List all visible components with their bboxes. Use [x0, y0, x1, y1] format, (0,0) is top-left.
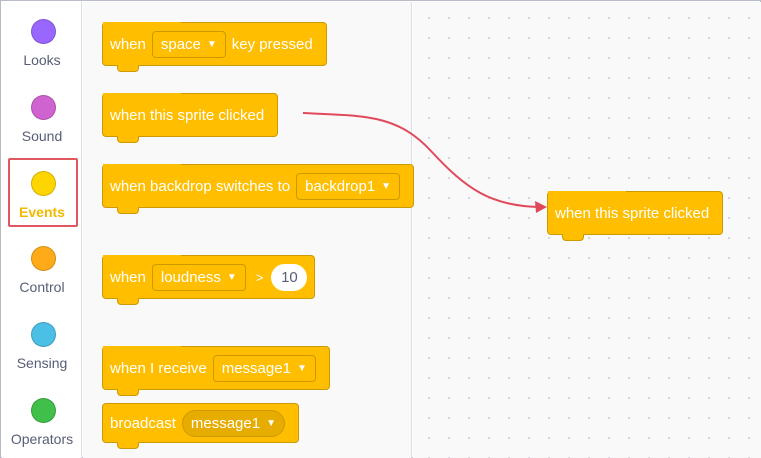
dropdown-value: backdrop1: [305, 177, 376, 195]
caret-down-icon: ▼: [381, 180, 392, 192]
caret-down-icon: ▼: [206, 38, 217, 50]
sensing-dot-icon: [31, 322, 56, 347]
operator-symbol: >: [255, 269, 264, 285]
when-backdrop-switches-block[interactable]: when backdrop switches to backdrop1 ▼: [102, 150, 415, 214]
block-text: when: [110, 35, 146, 53]
block-text: when: [110, 268, 146, 286]
sound-dot-icon: [31, 95, 56, 120]
broadcast-message-dropdown[interactable]: message1 ▼: [181, 409, 285, 437]
block-text: key pressed: [231, 35, 313, 53]
category-events[interactable]: Events: [2, 162, 82, 232]
category-label: Sound: [21, 128, 63, 144]
dropdown-value: message1: [190, 414, 261, 432]
block-text: broadcast: [110, 414, 176, 432]
control-dot-icon: [31, 246, 56, 271]
loudness-value-input[interactable]: 10: [271, 263, 308, 291]
category-label: Events: [19, 204, 65, 220]
block-notch: [117, 207, 139, 214]
key-dropdown[interactable]: space ▼: [151, 30, 226, 58]
when-key-pressed-block[interactable]: when space ▼ key pressed: [102, 8, 327, 72]
category-label: Sensing: [16, 355, 68, 371]
block-text: when I receive: [110, 359, 207, 377]
block-notch: [117, 389, 139, 396]
events-dot-icon: [31, 171, 56, 196]
block-text: when backdrop switches to: [110, 177, 291, 195]
when-sprite-clicked-block[interactable]: when this sprite clicked: [102, 79, 279, 143]
category-label: Looks: [23, 52, 61, 68]
dropdown-value: space: [160, 35, 201, 53]
block-text: when this sprite clicked: [110, 106, 265, 124]
dropdown-value: message1: [221, 359, 291, 377]
dropdown-value: loudness: [160, 268, 221, 286]
block-notch: [562, 234, 584, 241]
category-label: Control: [19, 279, 65, 295]
category-control[interactable]: Control: [2, 237, 82, 307]
when-loudness-block[interactable]: when loudness ▼ > 10: [102, 241, 316, 305]
block-notch: [117, 442, 139, 449]
block-notch: [117, 136, 139, 143]
backdrop-dropdown[interactable]: backdrop1 ▼: [296, 172, 401, 200]
category-label: Operators: [10, 431, 74, 447]
caret-down-icon: ▼: [266, 417, 276, 429]
workspace-sprite-clicked-block[interactable]: when this sprite clicked: [547, 177, 724, 241]
category-sidebar: Looks Sound Events Control Sensing Opera…: [2, 2, 82, 458]
block-notch: [117, 298, 139, 305]
category-operators[interactable]: Operators: [2, 389, 82, 458]
caret-down-icon: ▼: [296, 362, 307, 374]
sensor-dropdown[interactable]: loudness ▼: [151, 263, 246, 291]
operators-dot-icon: [31, 398, 56, 423]
when-i-receive-block[interactable]: when I receive message1 ▼: [102, 332, 330, 396]
message-dropdown[interactable]: message1 ▼: [212, 354, 316, 382]
block-notch: [117, 65, 139, 72]
category-looks[interactable]: Looks: [2, 10, 82, 80]
category-sound[interactable]: Sound: [2, 86, 82, 156]
category-sensing[interactable]: Sensing: [2, 313, 82, 383]
looks-dot-icon: [31, 19, 56, 44]
broadcast-block[interactable]: broadcast message1 ▼: [102, 403, 299, 449]
block-text: when this sprite clicked: [555, 204, 710, 222]
caret-down-icon: ▼: [226, 271, 237, 283]
